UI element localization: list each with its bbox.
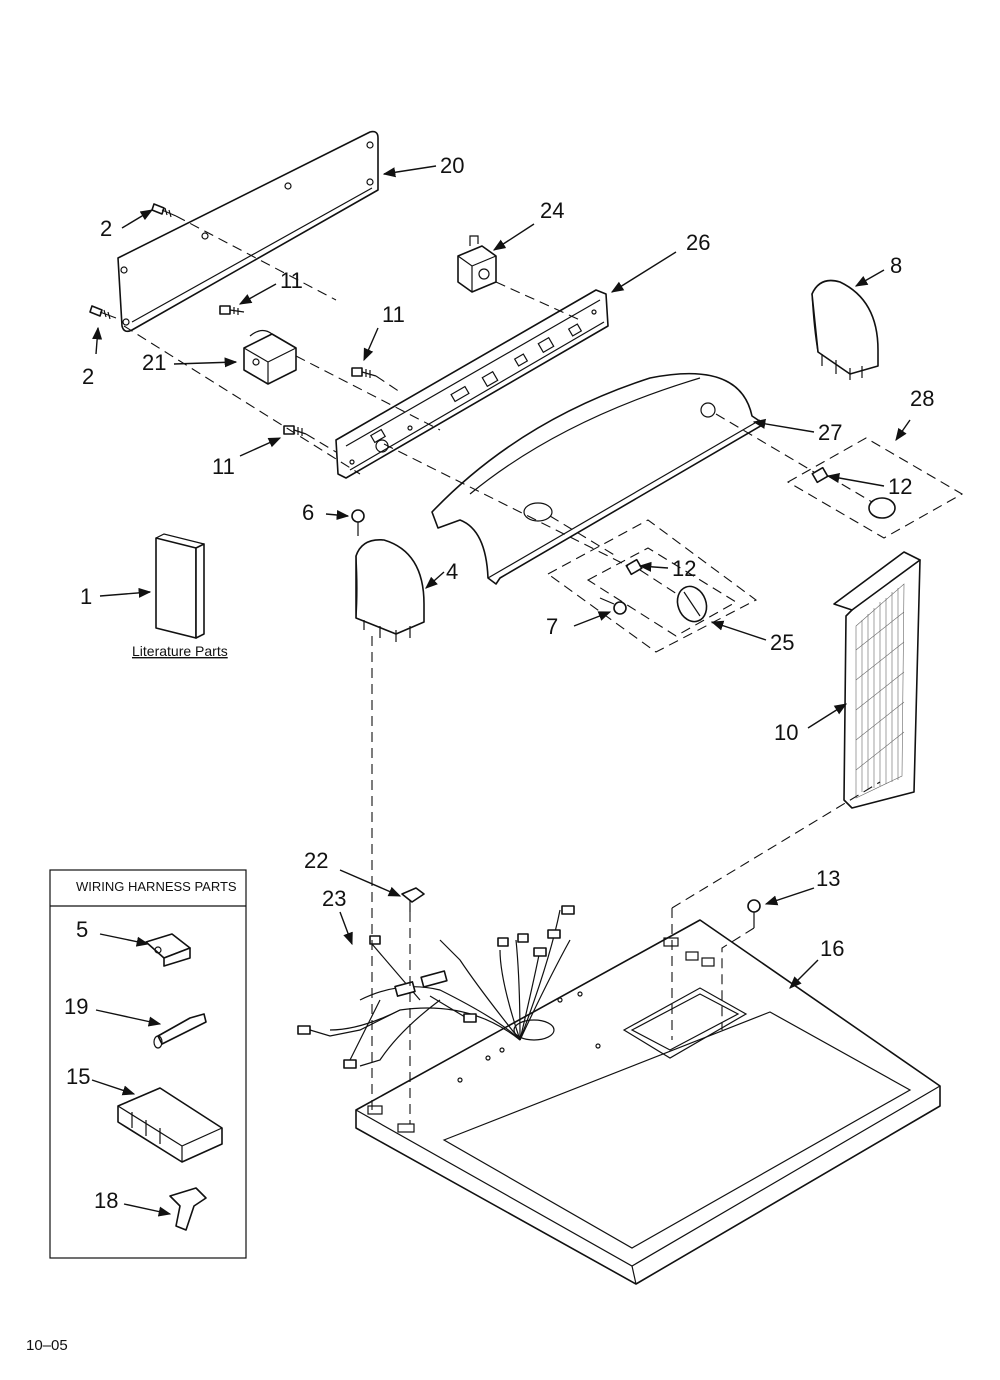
callout-11: 11 — [382, 302, 405, 327]
wire-clip-icon — [169, 1187, 207, 1231]
kit-box-25 — [546, 519, 758, 653]
terminal-icon — [153, 1013, 207, 1049]
console-panel — [431, 372, 765, 585]
callout-22: 22 — [304, 848, 328, 873]
callout-25: 25 — [770, 630, 794, 655]
harness-box-title: WIRING HARNESS PARTS — [76, 879, 237, 894]
screw-icon — [747, 899, 761, 928]
callout-15: 15 — [66, 1064, 90, 1089]
callout-20: 20 — [440, 153, 464, 178]
callout-6: 6 — [302, 500, 314, 525]
clip-icon — [625, 558, 643, 576]
dryer-top — [355, 919, 941, 1285]
knob-icon — [676, 585, 708, 623]
wiring-harness — [297, 905, 575, 1069]
callout-4: 4 — [446, 559, 458, 584]
callout-2: 2 — [100, 216, 112, 241]
lint-screen — [833, 551, 921, 809]
callout-21: 21 — [142, 350, 166, 375]
callout-11: 11 — [280, 268, 303, 293]
screw-icon — [351, 367, 377, 378]
end-cap-left — [355, 539, 425, 642]
screw-icon — [219, 305, 245, 315]
callout-12: 12 — [672, 556, 696, 581]
leader-arrows — [91, 165, 911, 1217]
callout-16: 16 — [820, 936, 844, 961]
literature-parts-label: Literature Parts — [132, 643, 228, 659]
literature-book — [155, 533, 205, 639]
clip-icon — [401, 887, 425, 912]
callout-10: 10 — [774, 720, 798, 745]
callout-1: 1 — [80, 584, 92, 609]
screw-icon — [151, 203, 177, 218]
alignment-lines — [123, 215, 881, 1124]
callout-12: 12 — [888, 474, 912, 499]
callout-5: 5 — [76, 917, 88, 942]
end-cap-right — [811, 279, 879, 380]
callout-8: 8 — [890, 253, 902, 278]
terminal-block-icon — [117, 1087, 223, 1163]
screw-icon — [351, 509, 365, 536]
callout-7: 7 — [546, 614, 558, 639]
callout-27: 27 — [818, 420, 842, 445]
screw-icon — [89, 305, 117, 320]
timer-component — [457, 235, 497, 293]
screw-icon — [599, 597, 627, 615]
knob-icon — [868, 497, 896, 519]
callout-28: 28 — [910, 386, 934, 411]
kit-box-25-inner — [586, 547, 738, 637]
kit-box-28 — [786, 437, 964, 539]
control-bracket — [335, 289, 609, 479]
callout-2: 2 — [82, 364, 94, 389]
screw-icon — [283, 425, 307, 436]
callout-18: 18 — [94, 1188, 118, 1213]
connector-icon — [145, 933, 191, 967]
callout-23: 23 — [322, 886, 346, 911]
harness-parts-box — [49, 869, 247, 1259]
callout-24: 24 — [540, 198, 564, 223]
switch-component — [243, 329, 297, 385]
clip-icon — [811, 466, 829, 484]
callout-19: 19 — [64, 994, 88, 1019]
callout-11: 11 — [212, 454, 235, 479]
footer-code: 10–05 — [26, 1337, 68, 1354]
callout-13: 13 — [816, 866, 840, 891]
rear-panel-plate — [117, 130, 379, 333]
callout-26: 26 — [686, 230, 710, 255]
